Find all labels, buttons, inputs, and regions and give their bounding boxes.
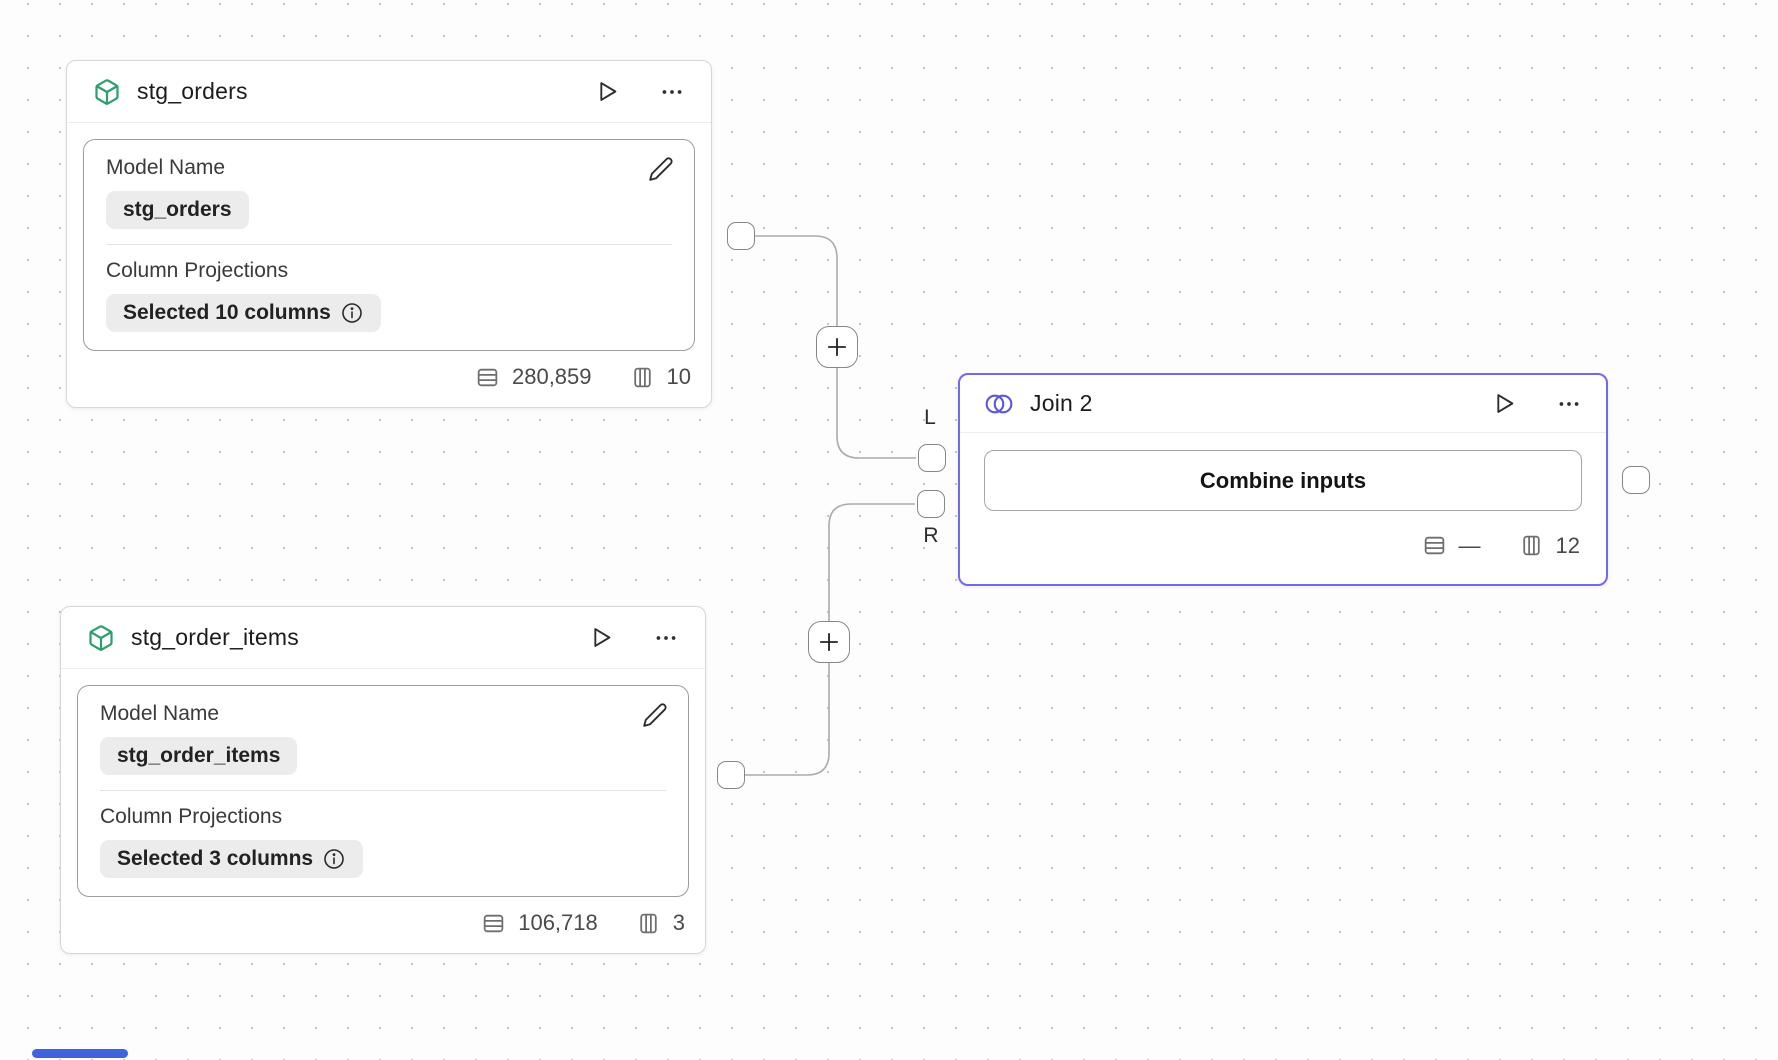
divider: [100, 790, 666, 791]
ellipsis-icon[interactable]: [1556, 391, 1582, 417]
column-projections-label: Column Projections: [106, 259, 289, 282]
add-node-on-edge-bottom-button[interactable]: [808, 621, 850, 663]
model-name-value[interactable]: stg_order_items: [100, 737, 298, 775]
model-name-label: Model Name: [100, 702, 220, 725]
divider: [106, 244, 672, 245]
ellipsis-icon[interactable]: [659, 79, 685, 105]
model-config-card: Model Name stg_orders Column Projections…: [83, 139, 695, 351]
node-stg-orders[interactable]: stg_orders Model Name stg_orders Column …: [66, 60, 712, 408]
node-stats-footer: — 12: [960, 511, 1606, 584]
node-stg-order-items[interactable]: stg_order_items Model Name stg_order_ite…: [60, 606, 706, 954]
table-columns-icon: [630, 365, 655, 390]
model-name-value[interactable]: stg_orders: [106, 191, 249, 229]
node-title: Join 2: [1030, 390, 1093, 416]
port-join-right-input[interactable]: [917, 490, 945, 518]
column-projections-value[interactable]: Selected 3 columns: [100, 840, 364, 878]
row-count: 106,718: [518, 910, 598, 935]
pencil-icon[interactable]: [648, 156, 674, 182]
column-projections-label: Column Projections: [100, 805, 283, 828]
port-join-output[interactable]: [1622, 466, 1650, 494]
table-columns-icon: [636, 911, 661, 936]
left-port-label: L: [924, 406, 936, 429]
play-icon[interactable]: [594, 78, 621, 105]
row-count: 280,859: [511, 364, 592, 389]
play-icon[interactable]: [588, 624, 615, 651]
horizontal-scrollbar[interactable]: [32, 1049, 128, 1058]
node-title: stg_orders: [137, 78, 248, 104]
column-projections-value[interactable]: Selected 10 columns: [106, 294, 381, 332]
play-icon[interactable]: [1491, 390, 1518, 417]
port-stg-order-items-output[interactable]: [717, 761, 745, 789]
column-count: 10: [666, 364, 691, 389]
table-rows-icon: [481, 911, 506, 936]
node-body: Model Name stg_order_items Column Projec…: [61, 669, 705, 897]
port-stg-orders-output[interactable]: [727, 222, 755, 250]
join-icon: [984, 391, 1014, 417]
table-rows-icon: [475, 365, 500, 390]
info-circle-icon[interactable]: [340, 301, 364, 325]
node-stats-footer: 280,859 10: [67, 351, 711, 407]
table-rows-icon: [1422, 533, 1447, 558]
ellipsis-icon[interactable]: [653, 625, 679, 651]
port-join-left-input[interactable]: [918, 444, 946, 472]
node-stg-orders-header: stg_orders: [67, 61, 711, 123]
row-count: —: [1458, 532, 1481, 558]
node-body: Model Name stg_orders Column Projections…: [67, 123, 711, 351]
node-title: stg_order_items: [131, 624, 299, 650]
model-config-card: Model Name stg_order_items Column Projec…: [77, 685, 689, 897]
pencil-icon[interactable]: [642, 702, 668, 728]
node-join-2[interactable]: Join 2 Combine inputs — 12: [958, 373, 1608, 586]
model-name-label: Model Name: [106, 156, 226, 179]
column-count: 12: [1555, 532, 1580, 558]
node-stg-order-items-header: stg_order_items: [61, 607, 705, 669]
table-columns-icon: [1519, 533, 1544, 558]
box-icon: [87, 624, 115, 652]
combine-inputs-button[interactable]: Combine inputs: [984, 450, 1582, 511]
info-circle-icon[interactable]: [322, 847, 346, 871]
column-count: 3: [672, 910, 685, 935]
node-join-header: Join 2: [960, 375, 1606, 433]
node-stats-footer: 106,718 3: [61, 897, 705, 953]
right-port-label: R: [923, 524, 939, 547]
box-icon: [93, 78, 121, 106]
add-node-on-edge-top-button[interactable]: [816, 326, 858, 368]
